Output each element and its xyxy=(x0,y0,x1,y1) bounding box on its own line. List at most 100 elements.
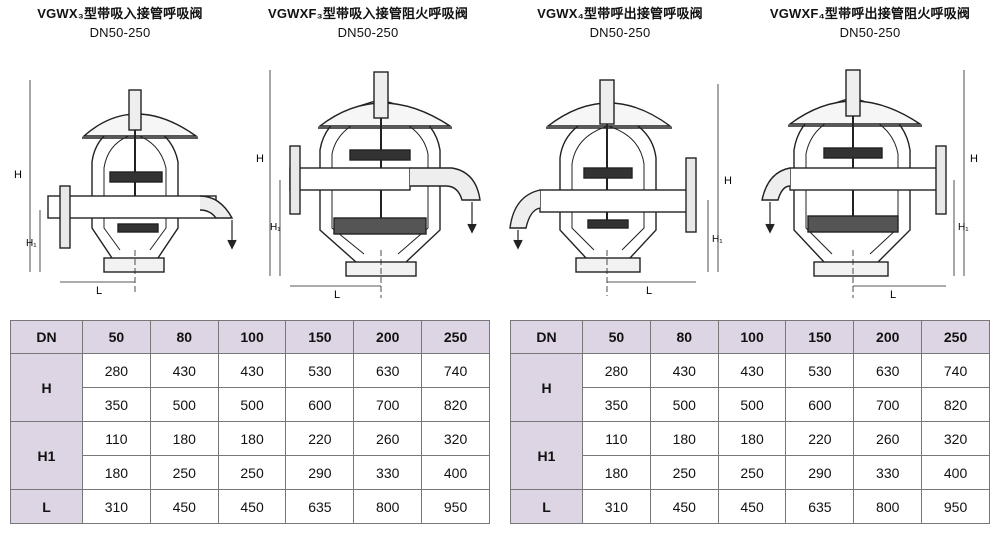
header-cell: 150 xyxy=(785,320,855,354)
dim-label-l: L xyxy=(334,289,340,300)
table-cell: 500 xyxy=(149,387,219,422)
table-cell: 310 xyxy=(582,489,651,524)
table-cell: 700 xyxy=(853,387,923,422)
table-cell: 250 xyxy=(717,455,787,490)
table-cell: 450 xyxy=(649,489,719,524)
header-cell: 100 xyxy=(717,320,787,354)
table-cell: 220 xyxy=(785,421,855,456)
header-cell: 80 xyxy=(649,320,719,354)
header-cell: 250 xyxy=(921,320,990,354)
caption-vgwx3: VGWX₃型带吸入接管呼吸阀 DN50-250 xyxy=(0,4,240,42)
dim-label-h1: H₁ xyxy=(26,238,37,249)
table-row: 350 500 500 600 700 820 xyxy=(511,387,990,422)
table-cell: 600 xyxy=(785,387,855,422)
caption-title: VGWX₄型带呼出接管呼吸阀 xyxy=(537,6,703,21)
valve-drawing-vgwx3: H H₁ L xyxy=(14,80,237,297)
caption-vgwxf3: VGWXF₃型带吸入接管阻火呼吸阀 DN50-250 xyxy=(248,4,488,42)
row-label: H xyxy=(10,353,83,422)
row-label: H xyxy=(510,353,583,422)
header-cell: DN xyxy=(510,320,583,354)
table-cell: 180 xyxy=(717,421,787,456)
table-row: H1 110 180 180 220 260 320 xyxy=(510,421,990,490)
table-cell: 280 xyxy=(582,353,651,388)
caption-title: VGWXF₃型带吸入接管阻火呼吸阀 xyxy=(267,6,469,21)
table-cell: 180 xyxy=(217,421,287,456)
caption-title: VGWX₃型带吸入接管呼吸阀 xyxy=(37,6,203,21)
table-cell: 180 xyxy=(149,421,219,456)
table-cell: 600 xyxy=(285,387,355,422)
header-cell: DN xyxy=(10,320,83,354)
table-row: 180 250 250 290 330 400 xyxy=(11,455,490,490)
dimension-table-left: DN 50 80 100 150 200 250 H 280 430 430 5… xyxy=(10,320,490,524)
caption-title: VGWXF₄型带呼出接管阻火呼吸阀 xyxy=(769,6,971,21)
table-cell: 290 xyxy=(785,455,855,490)
table-cell: 630 xyxy=(353,353,423,388)
header-cell: 50 xyxy=(82,320,151,354)
table-header-row: DN 50 80 100 150 200 250 xyxy=(510,320,990,354)
table-cell: 635 xyxy=(285,489,355,524)
row-label: L xyxy=(10,489,83,524)
caption-size: DN50-250 xyxy=(89,25,151,40)
header-cell: 80 xyxy=(149,320,219,354)
table-cell: 800 xyxy=(853,489,923,524)
table-cell: 220 xyxy=(285,421,355,456)
dim-label-h: H xyxy=(14,169,22,181)
valve-drawing-vgwxf3: H H₁ L xyxy=(256,70,481,300)
row-label: H1 xyxy=(510,421,583,490)
table-cell: 260 xyxy=(853,421,923,456)
header-cell: 50 xyxy=(582,320,651,354)
table-cell: 180 xyxy=(582,455,651,490)
table-cell: 290 xyxy=(285,455,355,490)
table-cell: 430 xyxy=(649,353,719,388)
dim-label-l: L xyxy=(890,289,896,300)
table-cell: 350 xyxy=(582,387,651,422)
table-cell: 950 xyxy=(921,489,990,524)
table-cell: 820 xyxy=(421,387,490,422)
caption-size: DN50-250 xyxy=(337,25,399,40)
table-cell: 430 xyxy=(149,353,219,388)
table-cell: 820 xyxy=(921,387,990,422)
header-cell: 200 xyxy=(353,320,423,354)
table-cell: 500 xyxy=(217,387,287,422)
table-cell: 110 xyxy=(82,421,151,456)
table-row: H 280 430 430 530 630 740 xyxy=(10,353,490,422)
table-cell: 740 xyxy=(421,353,490,388)
dim-label-h: H xyxy=(256,153,264,165)
dim-label-l: L xyxy=(96,285,102,297)
caption-vgwxf4: VGWXF₄型带呼出接管阻火呼吸阀 DN50-250 xyxy=(750,4,990,42)
header-cell: 250 xyxy=(421,320,490,354)
dim-label-h1: H₁ xyxy=(270,222,281,233)
table-cell: 250 xyxy=(149,455,219,490)
header-cell: 200 xyxy=(853,320,923,354)
dim-label-h: H xyxy=(970,153,978,165)
table-cell: 430 xyxy=(717,353,787,388)
table-cell: 250 xyxy=(217,455,287,490)
table-cell: 330 xyxy=(853,455,923,490)
caption-vgwx4: VGWX₄型带呼出接管呼吸阀 DN50-250 xyxy=(500,4,740,42)
table-cell: 180 xyxy=(649,421,719,456)
table-cell: 800 xyxy=(353,489,423,524)
table-cell: 400 xyxy=(921,455,990,490)
table-cell: 430 xyxy=(217,353,287,388)
table-cell: 330 xyxy=(353,455,423,490)
dim-label-l: L xyxy=(646,285,652,297)
table-cell: 310 xyxy=(82,489,151,524)
table-cell: 700 xyxy=(353,387,423,422)
table-cell: 450 xyxy=(149,489,219,524)
table-cell: 630 xyxy=(853,353,923,388)
table-cell: 500 xyxy=(649,387,719,422)
valve-drawing-vgwxf4: H H₁ L xyxy=(761,69,978,300)
table-row: 180 250 250 290 330 400 xyxy=(511,455,990,490)
table-row: L 310 450 450 635 800 950 xyxy=(10,489,490,524)
caption-size: DN50-250 xyxy=(589,25,651,40)
table-cell: 500 xyxy=(717,387,787,422)
dimension-table-right: DN 50 80 100 150 200 250 H 280 430 430 5… xyxy=(510,320,990,524)
table-cell: 400 xyxy=(421,455,490,490)
table-row: L 310 450 450 635 800 950 xyxy=(510,489,990,524)
table-cell: 450 xyxy=(217,489,287,524)
header-cell: 100 xyxy=(217,320,287,354)
table-cell: 635 xyxy=(785,489,855,524)
table-cell: 740 xyxy=(921,353,990,388)
table-cell: 110 xyxy=(582,421,651,456)
table-cell: 530 xyxy=(285,353,355,388)
